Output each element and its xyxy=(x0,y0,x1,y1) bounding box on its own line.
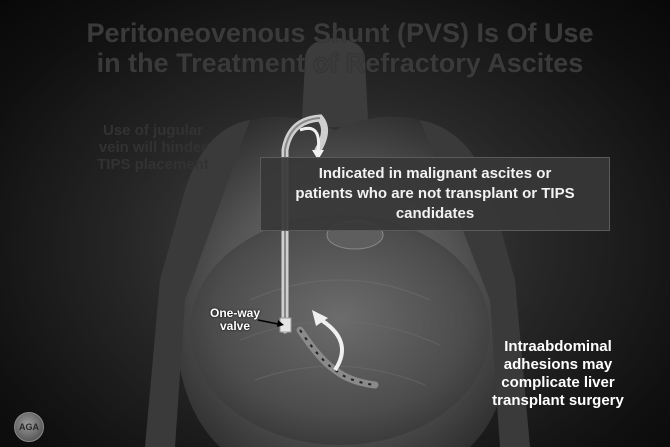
jugular-vein-note: Use of jugular vein will hinder TIPS pla… xyxy=(78,122,228,173)
adhesions-note: Intraabdominal adhesions may complicate … xyxy=(468,338,648,410)
note-line: adhesions may xyxy=(468,356,648,374)
title-line-1: Peritoneovenous Shunt (PVS) Is Of Use xyxy=(60,18,620,48)
indication-callout: Indicated in malignant ascites or patien… xyxy=(260,157,610,231)
note-line: complicate liver xyxy=(468,374,648,392)
note-line: transplant surgery xyxy=(468,392,648,410)
note-line: Intraabdominal xyxy=(468,338,648,356)
callout-line: Indicated in malignant ascites or xyxy=(261,164,609,184)
title-line-2: in the Treatment of Refractory Ascites xyxy=(60,48,620,78)
callout-line: candidates xyxy=(261,204,609,224)
note-line: vein will hinder xyxy=(78,139,228,156)
slide-title: Peritoneovenous Shunt (PVS) Is Of Use in… xyxy=(60,18,620,78)
valve-label: One-way valve xyxy=(200,307,270,333)
callout-line: patients who are not transplant or TIPS xyxy=(261,184,609,204)
note-line: Use of jugular xyxy=(78,122,228,139)
aga-logo: AGA xyxy=(14,412,44,442)
valve-label-line: valve xyxy=(200,320,270,333)
note-line: TIPS placement xyxy=(78,156,228,173)
